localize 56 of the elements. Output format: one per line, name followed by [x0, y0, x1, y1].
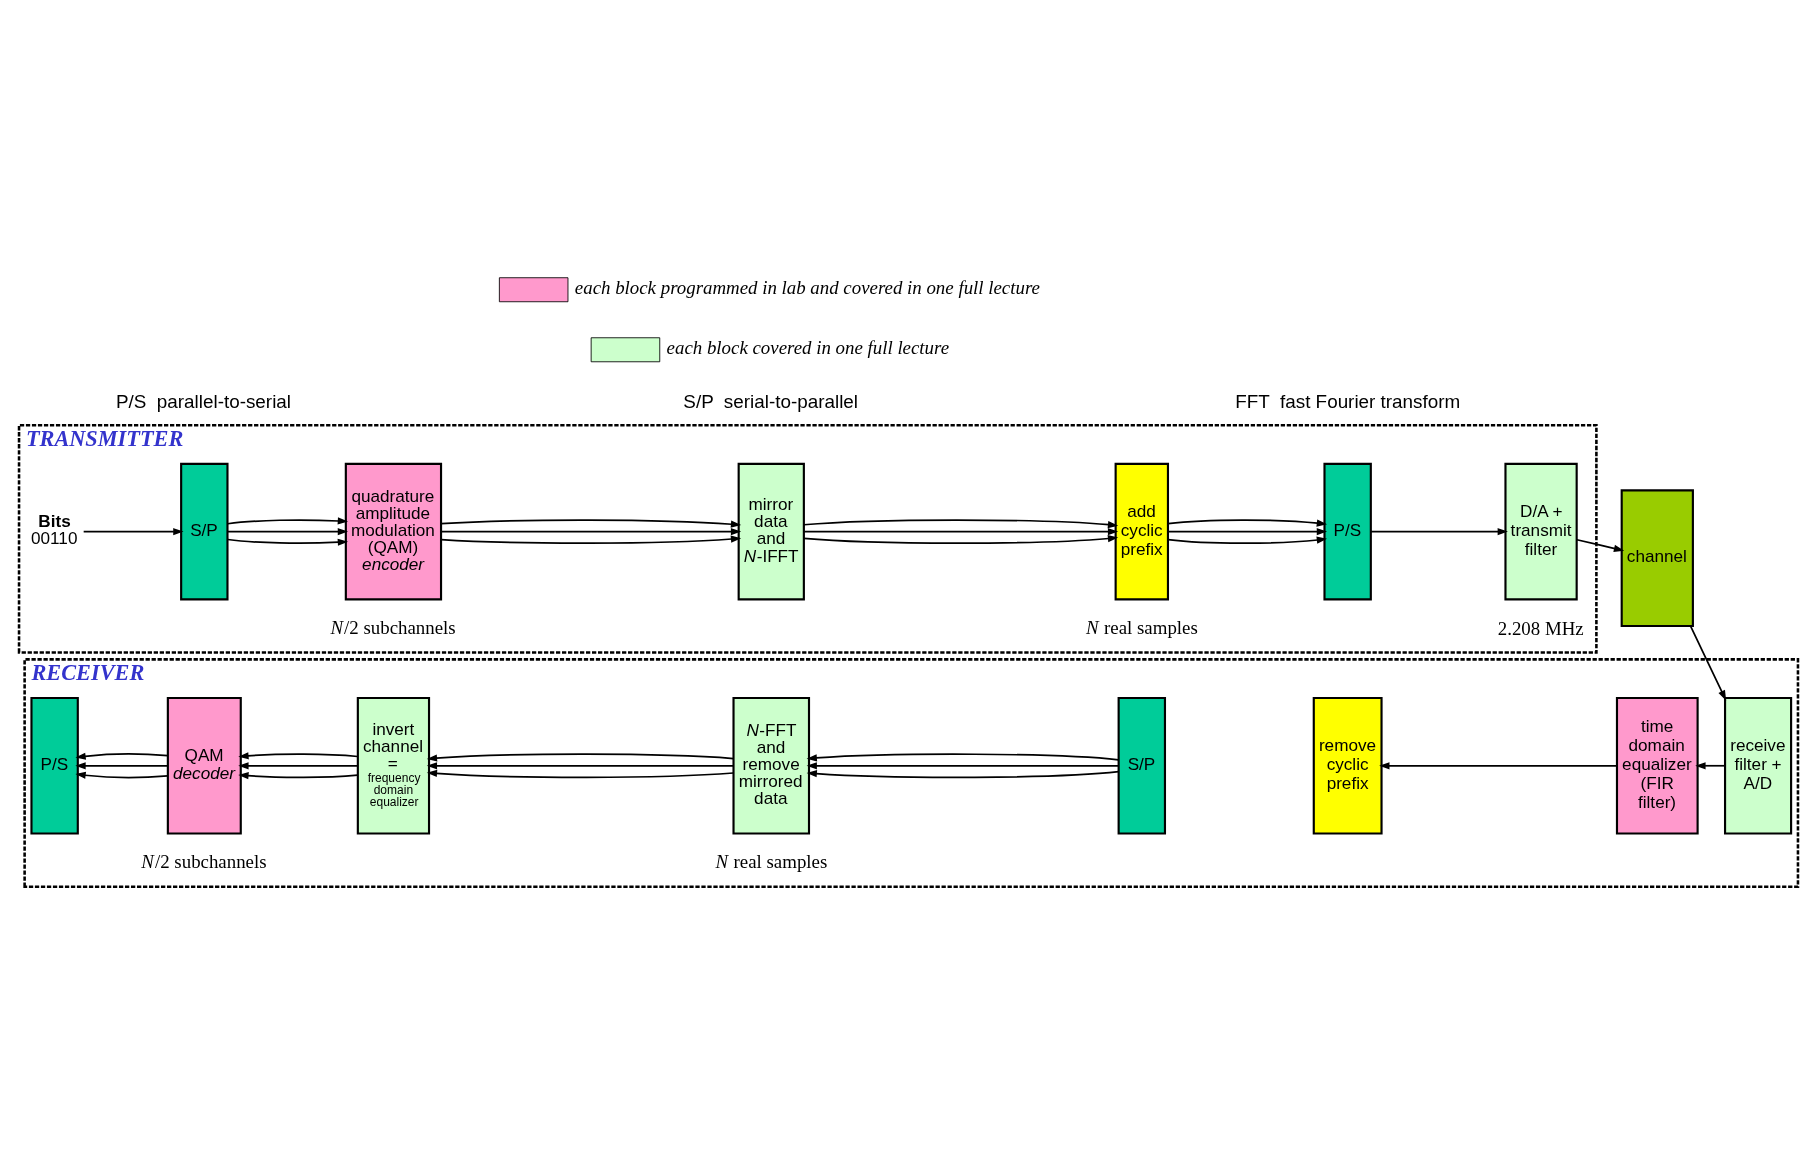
label: N real samples	[715, 850, 828, 872]
node-box: time domain equalizer (FIR filter)	[1615, 696, 1699, 835]
arrow	[1167, 536, 1328, 544]
arrow	[806, 761, 1120, 769]
arrow	[426, 761, 735, 769]
node-box: S/P	[180, 462, 229, 600]
arrow	[1689, 624, 1727, 701]
label: N/2 subchannels	[141, 850, 267, 872]
legend-label: each block covered in one full lecture	[666, 336, 950, 358]
node-text: Bits 00110	[31, 510, 78, 548]
arrow	[1695, 761, 1726, 769]
node-box: receive filter + A/D	[1724, 696, 1793, 835]
arrow	[238, 751, 359, 759]
node-box: QAM decoder	[166, 696, 242, 835]
legend-label: each block programmed in lab and covered in one full lecture	[574, 276, 1040, 298]
arrow	[803, 518, 1119, 528]
label: 2.208 MHz	[1497, 617, 1584, 639]
label: N/2 subchannels	[330, 616, 456, 638]
node-box: S/P	[1117, 696, 1167, 835]
arrow	[440, 518, 742, 528]
node-box: P/S	[30, 696, 79, 835]
arrow	[806, 752, 1120, 761]
node-box: N-FFT and remove mirrored data	[732, 696, 811, 835]
label: P/S parallel-to-serial	[115, 390, 292, 412]
label: FFT fast Fourier transform	[1235, 390, 1461, 412]
arrow	[426, 769, 735, 778]
arrow	[1576, 538, 1625, 552]
arrow	[226, 516, 349, 525]
arrow	[75, 771, 169, 779]
arrow	[238, 761, 359, 769]
arrow	[82, 527, 184, 535]
arrow	[1370, 527, 1508, 535]
arrow	[226, 527, 349, 535]
arrow	[440, 527, 742, 535]
arrow	[238, 771, 359, 779]
arrow	[226, 538, 349, 546]
node-box: add cyclic prefix	[1114, 462, 1170, 600]
label: N real samples	[1086, 616, 1198, 638]
node-box: quadrature amplitude modulation (QAM) encoder	[344, 462, 443, 600]
arrow	[75, 761, 169, 769]
node-box: remove cyclic prefix	[1312, 696, 1383, 835]
arrow	[1167, 518, 1328, 527]
arrow	[1379, 761, 1618, 769]
arrow	[440, 534, 742, 544]
arrow	[1167, 527, 1328, 535]
arrow	[426, 752, 735, 762]
node-box: channel	[1620, 488, 1694, 627]
arrow	[803, 534, 1119, 544]
node-box: invert channel = frequency domain equalizer	[356, 696, 431, 835]
label: S/P serial-to-parallel	[683, 390, 859, 412]
arrow	[803, 527, 1119, 535]
node-box: mirror data and N-IFFT	[737, 462, 805, 600]
node-box: P/S	[1323, 462, 1372, 600]
arrow	[806, 769, 1120, 778]
node-box: D/A + transmit filter	[1504, 462, 1578, 600]
arrow	[75, 752, 169, 760]
